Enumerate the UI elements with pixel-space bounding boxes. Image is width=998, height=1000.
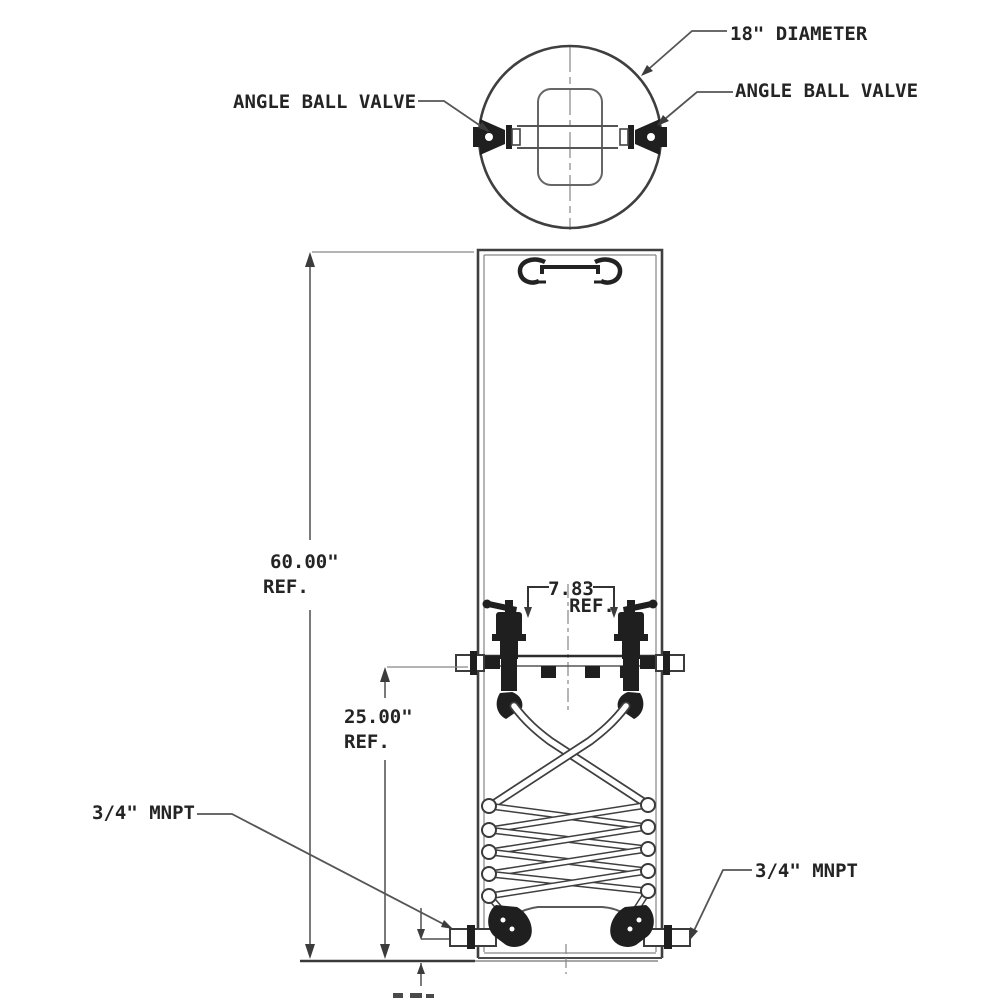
left-valve-leader-arrow xyxy=(478,122,490,132)
left-valve-label: ANGLE BALL VALVE xyxy=(233,91,416,113)
dim-valve-spacing: 7.83 REF. xyxy=(524,578,618,618)
coil xyxy=(481,797,656,920)
right-valve-front xyxy=(614,599,685,719)
clipped-dimension-text xyxy=(393,993,434,998)
dim-valve-height: 25.00" REF. xyxy=(344,666,468,959)
right-port-elbow xyxy=(610,905,654,947)
valve-spacing-value: 7.83 xyxy=(548,578,594,600)
front-view xyxy=(300,248,691,974)
left-bottom-port xyxy=(449,905,532,949)
left-valve-elbow xyxy=(496,692,523,719)
valve-height-value: 25.00" xyxy=(344,706,413,728)
overall-height-ref: REF. xyxy=(263,576,309,598)
right-port-label: 3/4" MNPT xyxy=(755,860,858,882)
top-view: 18" DIAMETER ANGLE BALL VALVE ANGLE BALL… xyxy=(233,23,918,230)
left-port-label: 3/4" MNPT xyxy=(92,802,195,824)
left-port-elbow xyxy=(488,905,532,947)
left-valve-front xyxy=(455,599,526,719)
right-valve-leader-arrow xyxy=(657,115,669,126)
right-valve-elbow xyxy=(617,692,644,719)
valve-height-ref: REF. xyxy=(344,731,390,753)
left-valve-plan xyxy=(473,119,521,155)
handle-cutout xyxy=(537,88,603,186)
cross-pipe xyxy=(517,125,618,149)
right-valve-leader xyxy=(658,91,733,125)
valve-spacing-ref: REF. xyxy=(569,595,615,617)
overall-height-value: 60.00" xyxy=(270,551,339,573)
top-handle xyxy=(517,257,623,285)
tank-outline xyxy=(476,248,664,958)
diameter-leader xyxy=(642,30,727,75)
left-port-callout: 3/4" MNPT xyxy=(92,802,453,929)
dimensions: 60.00" REF. 25.00" REF. 7.83 REF. xyxy=(92,251,858,998)
right-valve-label: ANGLE BALL VALVE xyxy=(735,80,918,102)
dip-tubes xyxy=(487,701,650,810)
left-valve-leader xyxy=(418,100,489,132)
dim-bottom-offset xyxy=(393,908,449,998)
right-valve-plan xyxy=(619,119,667,155)
right-bottom-port xyxy=(610,905,691,949)
right-port-callout: 3/4" MNPT xyxy=(690,860,858,940)
dim-overall-height: 60.00" REF. xyxy=(263,251,474,959)
diameter-label: 18" DIAMETER xyxy=(730,23,868,45)
diameter-leader-arrow xyxy=(641,65,653,76)
coil-loops xyxy=(481,797,656,904)
